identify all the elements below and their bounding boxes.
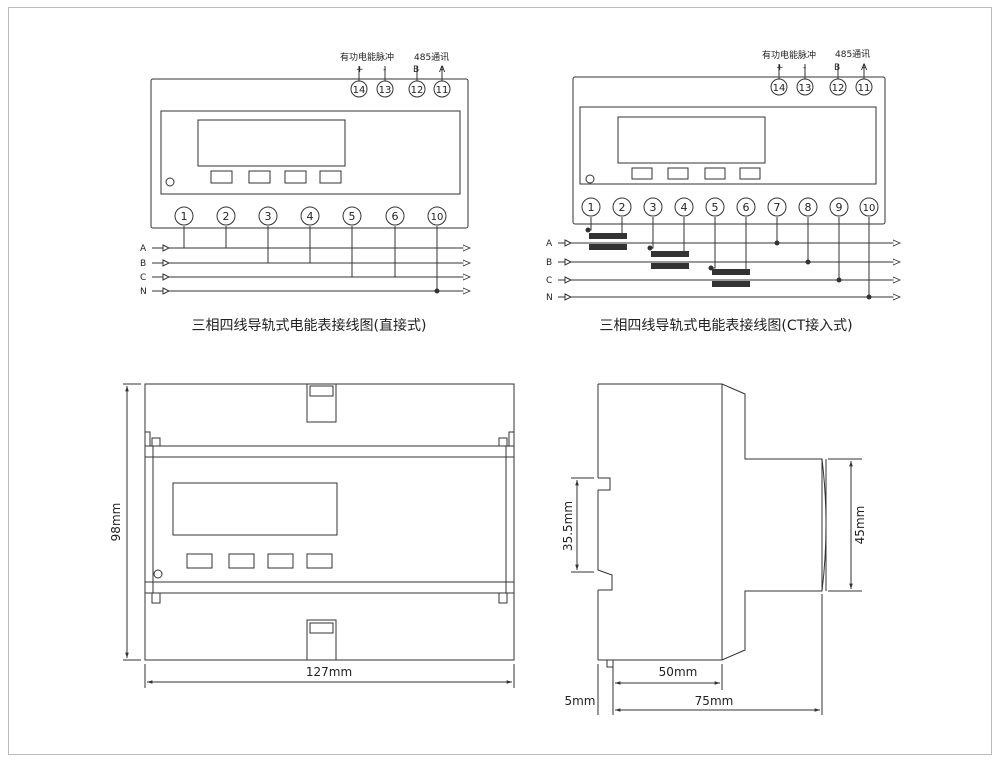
lcd-window <box>172 482 338 536</box>
terminal-label: 10 <box>863 203 876 214</box>
direct-top-terminals <box>350 80 451 98</box>
meter-body <box>150 78 469 229</box>
sign-plus: + <box>776 63 784 73</box>
terminal-label: 14 <box>353 85 366 96</box>
terminal-label: 3 <box>650 201 657 214</box>
lcd-window <box>617 116 766 164</box>
terminal-label: 6 <box>392 210 399 223</box>
meter-body <box>572 76 886 225</box>
comm-label: 485通讯 <box>835 49 870 60</box>
led-indicator <box>165 177 175 187</box>
terminal-label: 12 <box>411 85 424 96</box>
width-label: 127mm <box>306 665 352 679</box>
side-view <box>571 383 862 715</box>
line-label: N <box>140 287 147 297</box>
meter-front-panel <box>160 110 461 195</box>
direct-caption: 三相四线导轨式电能表接线图(直接式) <box>192 317 427 334</box>
key-2 <box>228 553 255 569</box>
key-1 <box>210 170 233 184</box>
terminal-label: 1 <box>588 201 595 214</box>
sign-minus: - <box>803 63 806 73</box>
terminal-label: 4 <box>681 201 688 214</box>
terminal-label: 2 <box>619 201 626 214</box>
height-label: 98mm <box>109 503 123 542</box>
terminal-label: 2 <box>223 210 230 223</box>
side-view-labels: 35.5mm 45mm 50mm 75mm 5mm <box>561 501 867 708</box>
depth-front-label: 50mm <box>659 665 698 679</box>
lcd-window <box>197 119 346 167</box>
front-height-label: 45mm <box>853 506 867 545</box>
ct-c-lower <box>712 281 750 287</box>
ct-b-upper <box>651 251 689 257</box>
line-label: A <box>546 239 553 249</box>
line-label: C <box>140 273 146 283</box>
key-4 <box>306 553 333 569</box>
drawing-frame <box>8 7 992 755</box>
sign-minus: - <box>383 65 386 75</box>
ct-top-terminals <box>770 78 873 96</box>
total-depth-label: 75mm <box>695 694 734 708</box>
sign-b: B <box>413 65 419 75</box>
terminal-label: 3 <box>265 210 272 223</box>
led-indicator <box>153 569 163 579</box>
terminal-label: 5 <box>712 201 719 214</box>
line-label: N <box>546 293 553 303</box>
terminal-label: 13 <box>379 85 392 96</box>
direct-wiring-diagram <box>150 66 470 294</box>
key-2 <box>248 170 271 184</box>
sign-plus: + <box>356 65 364 75</box>
ct-b-lower <box>651 263 689 269</box>
terminal-label: 11 <box>436 85 449 96</box>
meter-front-panel <box>579 106 877 185</box>
front-view-labels: 98mm 127mm <box>109 503 352 679</box>
line-label: C <box>546 276 552 286</box>
key-3 <box>267 553 294 569</box>
terminal-label: 8 <box>805 201 812 214</box>
key-3 <box>704 167 726 180</box>
direct-bottom-terminals <box>174 206 447 226</box>
terminal-label: 5 <box>349 210 356 223</box>
ct-caption: 三相四线导轨式电能表接线图(CT接入式) <box>599 317 852 334</box>
line-label: A <box>140 244 147 254</box>
key-4 <box>739 167 761 180</box>
terminal-label: 12 <box>832 83 845 94</box>
offset-label: 5mm <box>564 694 595 708</box>
ct-a-lower <box>589 244 627 250</box>
ct-labels: 有功电能脉冲 485通讯 + - B A 14 13 12 11 1 2 3 4… <box>546 49 875 334</box>
terminal-label: 4 <box>307 210 314 223</box>
pulse-label: 有功电能脉冲 <box>762 49 816 61</box>
key-1 <box>631 167 653 180</box>
front-view <box>123 383 515 688</box>
key-1 <box>186 553 213 569</box>
terminal-label: 10 <box>431 212 444 223</box>
ct-c-upper <box>712 269 750 275</box>
ct-bottom-terminals <box>581 197 879 217</box>
pulse-label: 有功电能脉冲 <box>340 51 394 63</box>
sign-a: A <box>439 65 446 75</box>
line-label: B <box>546 258 552 268</box>
terminal-label: 11 <box>858 83 871 94</box>
sign-b: B <box>834 63 840 73</box>
terminal-label: 13 <box>799 83 812 94</box>
terminal-label: 9 <box>836 201 843 214</box>
rail-label: 35.5mm <box>561 501 575 551</box>
direct-labels: 有功电能脉冲 485通讯 + - B A 14 13 12 11 1 2 3 4… <box>140 51 449 334</box>
key-3 <box>284 170 307 184</box>
sign-a: A <box>861 63 868 73</box>
current-transformers <box>589 233 750 287</box>
terminal-label: 1 <box>181 210 188 223</box>
line-label: B <box>140 259 146 269</box>
key-4 <box>319 170 342 184</box>
ct-a-upper <box>589 233 627 239</box>
terminal-label: 6 <box>743 201 750 214</box>
ct-wiring-diagram <box>558 64 900 300</box>
led-indicator <box>585 174 595 184</box>
terminal-label: 7 <box>774 201 781 214</box>
key-2 <box>667 167 689 180</box>
terminal-label: 14 <box>773 83 786 94</box>
comm-label: 485通讯 <box>414 52 449 63</box>
